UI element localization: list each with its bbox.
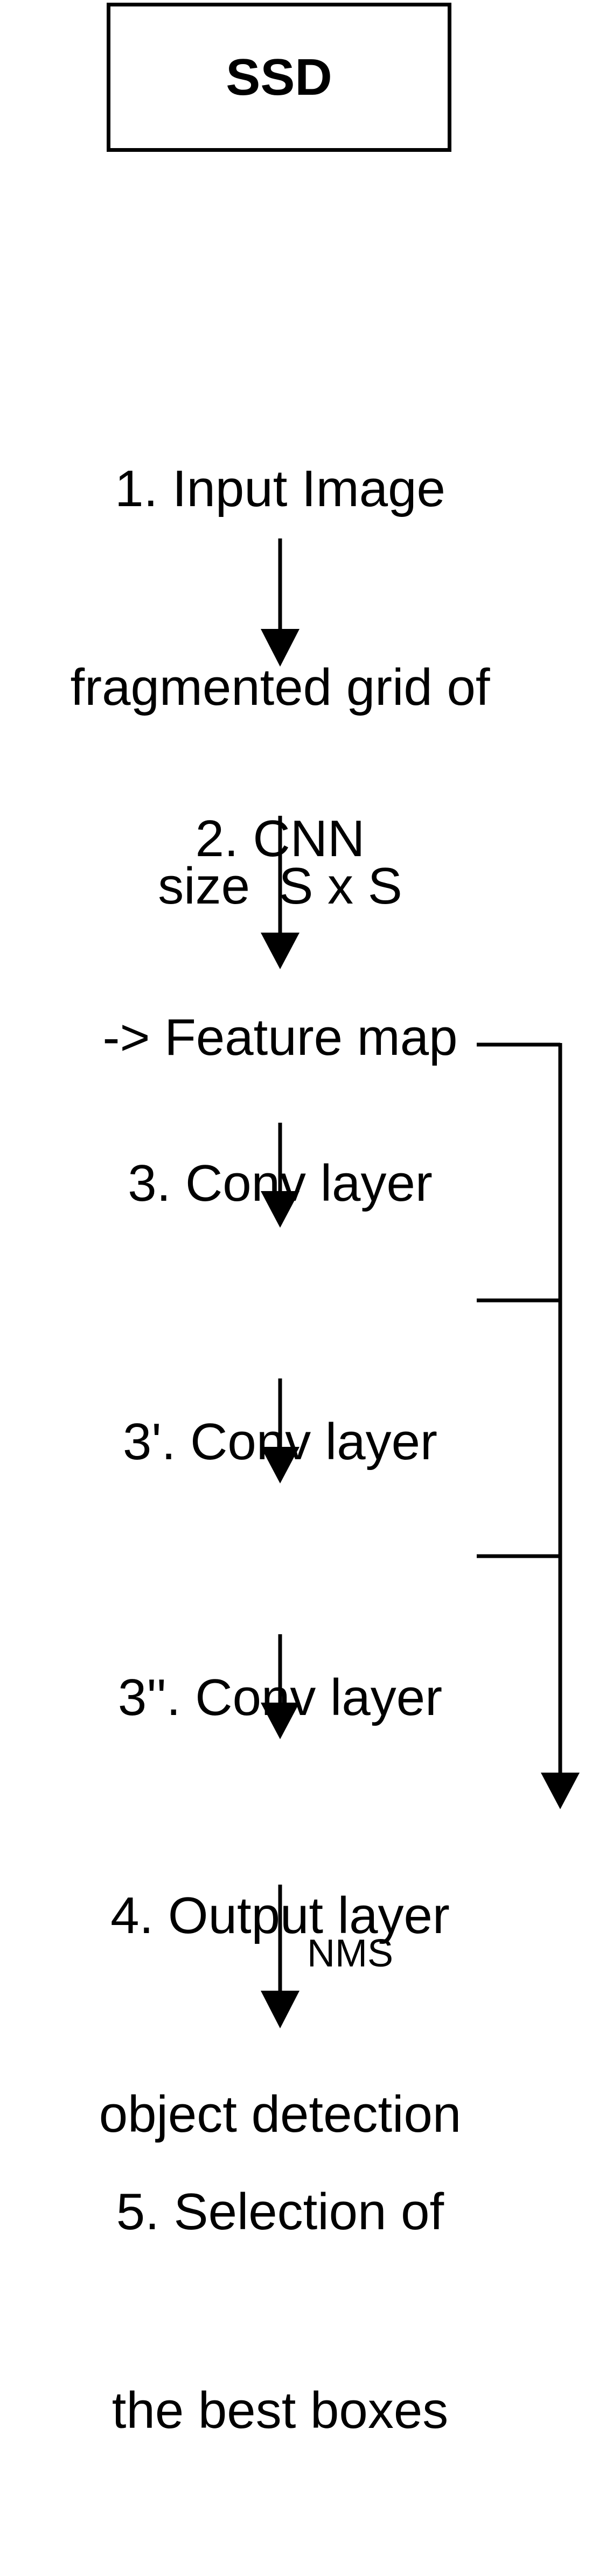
step-output-layer: 4. Output layer object detection <box>0 1750 560 2280</box>
arrowhead-icon <box>261 1703 299 1739</box>
arrowhead-icon <box>261 1991 299 2028</box>
step-conv-layer-3: 3''. Conv layer <box>0 1532 560 1863</box>
arrowhead-icon <box>261 1191 299 1228</box>
connectors-layer <box>261 538 580 2028</box>
step-text-line: -> Feature map <box>102 1009 458 1066</box>
step-text-line: object detection <box>99 2085 462 2143</box>
arrowhead-icon <box>261 1447 299 1483</box>
step-cnn: 2. CNN -> Feature map <box>0 673 560 1203</box>
title-box: SSD <box>107 3 451 152</box>
step-text-line: 2. CNN <box>195 810 365 867</box>
step-text-line: 3''. Conv layer <box>117 1669 443 1726</box>
step-text-line: 1. Input Image <box>115 460 445 517</box>
step-text-line: size S x S <box>158 857 402 915</box>
arrowhead-icon <box>261 629 299 667</box>
nms-edge-label: NMS <box>307 1932 393 1975</box>
step-text-line: 3. Conv layer <box>128 1154 433 1212</box>
step-text-line: 4. Output layer <box>110 1887 450 1944</box>
step-text-line: the best boxes <box>112 2382 449 2439</box>
step-conv-layer-1: 3. Conv layer <box>0 1018 560 1349</box>
ssd-flow-diagram: SSD 1. Input Image fragmented grid of si… <box>0 3 580 2439</box>
step-text-line: fragmented grid of <box>70 659 490 716</box>
diagram-title: SSD <box>226 48 332 106</box>
step-input-image: 1. Input Image fragmented grid of size S… <box>0 323 560 1052</box>
arrowhead-icon <box>261 933 299 969</box>
arrowhead-icon <box>541 1773 580 1809</box>
